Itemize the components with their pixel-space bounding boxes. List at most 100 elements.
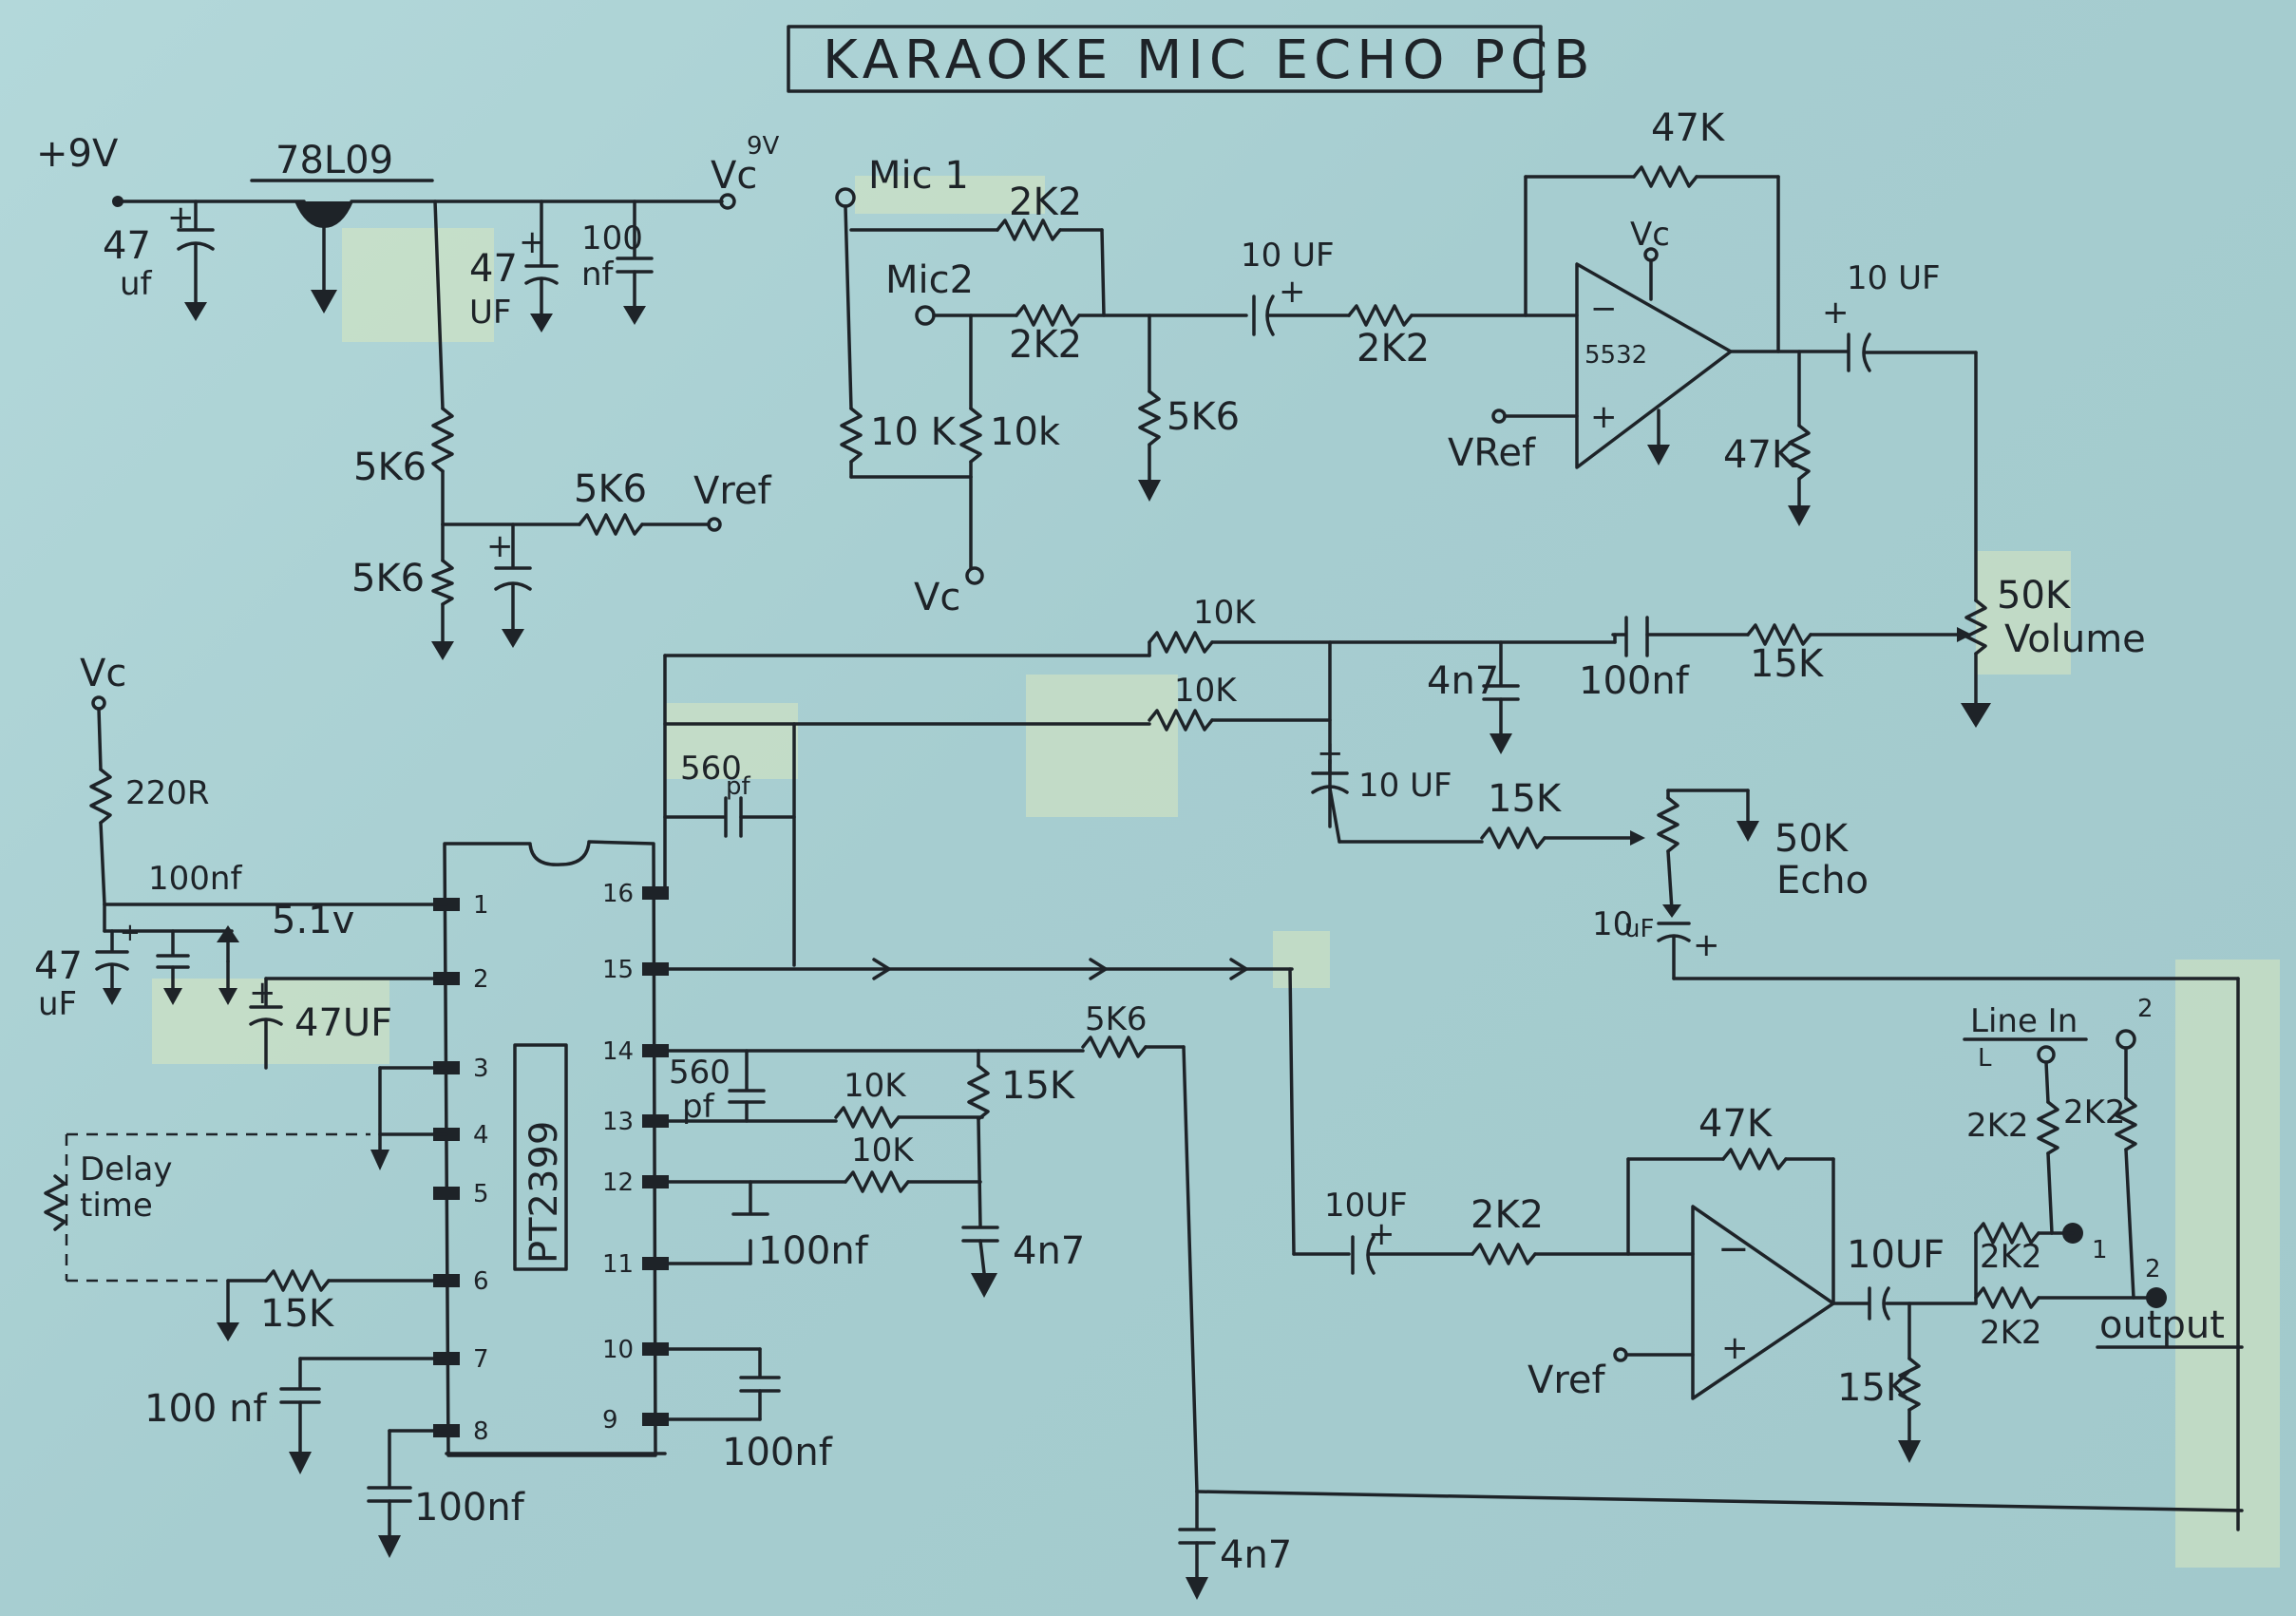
ic-pin-number: 3 bbox=[473, 1055, 489, 1083]
resistor-47k-output bbox=[1788, 424, 1811, 481]
cap-10uf-input-label: 10 UF bbox=[1241, 237, 1335, 275]
pt2399-label-box bbox=[513, 1043, 568, 1271]
plus-mark: + bbox=[249, 974, 276, 1012]
output-1-label: 1 bbox=[2092, 1236, 2108, 1264]
plus-mark: + bbox=[1279, 273, 1306, 311]
plus-mark: + bbox=[1368, 1215, 1395, 1253]
resistor-5k6-top-label: 5K6 bbox=[353, 446, 427, 489]
zener-label: 5.1v bbox=[272, 899, 354, 942]
resistor-5k6-mic-label: 5K6 bbox=[1167, 395, 1240, 439]
pot-50k-echo bbox=[1657, 796, 1679, 853]
resistor-2k2-out1 bbox=[1974, 1222, 2040, 1245]
resistor-2k2-mix bbox=[1471, 1243, 1537, 1265]
zener-5v1 bbox=[217, 925, 239, 942]
ic-pin-number: 10 bbox=[602, 1336, 634, 1364]
ic-pin-number: 12 bbox=[602, 1169, 634, 1197]
opamp-mix-minus: − bbox=[1717, 1227, 1750, 1271]
cap-4n7-a-label: 4n7 bbox=[1427, 659, 1499, 703]
plus-mark: + bbox=[1317, 734, 1344, 772]
cap-100nf-pin8-label: 100nf bbox=[414, 1486, 525, 1530]
resistor-2k2-mix-label: 2K2 bbox=[1471, 1193, 1544, 1237]
ic-pin-number: 13 bbox=[602, 1108, 634, 1136]
resistor-10k-mid-label: 10K bbox=[1174, 672, 1238, 710]
resistor-2k2-linein1-label: 2K2 bbox=[1966, 1107, 2029, 1145]
regulator-78l09 bbox=[294, 201, 353, 228]
resistor-10k-pin12-label: 10K bbox=[851, 1131, 915, 1169]
ic-pin-number: 8 bbox=[473, 1417, 489, 1446]
pot-echo-label: Echo bbox=[1776, 859, 1869, 903]
ic-pin-number: 9 bbox=[602, 1406, 618, 1435]
resistor-2k2-linein1 bbox=[2037, 1100, 2059, 1155]
plus-mark: + bbox=[1822, 294, 1850, 332]
resistor-2k2-linein2 bbox=[2115, 1096, 2137, 1151]
mic2-label: Mic2 bbox=[885, 258, 974, 302]
ic-pin-number: 4 bbox=[473, 1121, 489, 1150]
resistor-10k-pin12 bbox=[844, 1170, 910, 1193]
resistor-15k-pin6 bbox=[264, 1269, 331, 1292]
cap-560pf-a-label: 560 bbox=[680, 750, 742, 788]
resistor-5k6-bottom-label: 5K6 bbox=[351, 557, 425, 600]
line-in-l-terminal bbox=[2037, 1045, 2056, 1064]
resistor-2k2-mic2 bbox=[1015, 304, 1081, 327]
mic-preamp-section: Mic 1 2K2 Mic2 2K2 10 K 10k Vc 5K6 10 UF bbox=[835, 106, 2146, 728]
cap-47uf-pin1-label: 47 bbox=[34, 944, 83, 988]
resistor-15k-echo bbox=[1480, 827, 1546, 849]
resistor-2k2-mic1 bbox=[996, 219, 1062, 241]
cap-10uf-output-label: 10 UF bbox=[1847, 259, 1941, 297]
resistor-10k-pin13 bbox=[834, 1106, 901, 1129]
resistor-2k2-out1-label: 2K2 bbox=[1980, 1238, 2042, 1276]
vc-mic-label: Vc bbox=[914, 576, 960, 619]
page-title: KARAOKE MIC ECHO PCB bbox=[823, 29, 1596, 91]
cap-47uf-b-label: 47 bbox=[469, 247, 518, 291]
ic-pin-number: 15 bbox=[602, 956, 634, 984]
cap-100nf-pin1-label: 100nf bbox=[148, 860, 242, 898]
output-label: output bbox=[2099, 1303, 2225, 1347]
resistor-10k-mic1 bbox=[840, 407, 863, 464]
resistor-5k6-pin14 bbox=[1081, 1036, 1148, 1058]
resistor-10k-mic2-label: 10k bbox=[990, 410, 1061, 454]
mixer-section: 10UF + 2K2 47K − + Vref 10UF 15K 2K2 2K bbox=[1324, 995, 2244, 1463]
ic-pin-number: 6 bbox=[473, 1267, 489, 1296]
vc-terminal bbox=[719, 193, 736, 210]
cap-100nf-unit: nf bbox=[581, 256, 615, 294]
cap-100nf-pin7-label: 100 nf bbox=[144, 1387, 267, 1431]
resistor-5k6-pin14-label: 5K6 bbox=[1085, 1000, 1148, 1038]
ic-pin-number: 7 bbox=[473, 1345, 489, 1374]
plus-mark: + bbox=[519, 223, 546, 261]
resistor-15k-pin13-label: 15K bbox=[1001, 1064, 1076, 1108]
opamp-label: 5532 bbox=[1584, 341, 1647, 370]
cap-560pf-b-label: 560 bbox=[669, 1054, 731, 1092]
cap-100nf-pin11-label: 100nf bbox=[758, 1229, 869, 1273]
output-terminal-2 bbox=[2146, 1287, 2167, 1308]
resistor-2k2-linein2-label: 2K2 bbox=[2063, 1093, 2126, 1131]
opamp-5532 bbox=[1575, 262, 1733, 469]
vc-mic-terminal bbox=[965, 566, 984, 585]
plus9v-label: +9V bbox=[36, 132, 119, 176]
cap-560pf-a-unit: pf bbox=[726, 772, 751, 801]
line-in-r-label: 2 bbox=[2137, 995, 2154, 1023]
resistor-15k-pin13 bbox=[967, 1064, 990, 1121]
line-in-r-terminal bbox=[2116, 1029, 2136, 1050]
resistor-5k6-mic bbox=[1138, 390, 1161, 447]
resistor-10k-mic2 bbox=[959, 407, 982, 464]
ground-symbol bbox=[311, 290, 337, 314]
opamp-plus: + bbox=[1590, 398, 1618, 436]
cap-47uf-b-unit: UF bbox=[469, 294, 511, 332]
pot-50k-volume bbox=[1964, 599, 1987, 656]
resistor-2k2-out2-label: 2K2 bbox=[1980, 1314, 2042, 1352]
ic-pin bbox=[642, 1342, 669, 1356]
resistor-2k2-input-label: 2K2 bbox=[1357, 327, 1430, 371]
cap-100nf-pin10-label: 100nf bbox=[722, 1431, 833, 1474]
delay-label: Delay bbox=[80, 1150, 173, 1188]
cap-10uf-mixout-label: 10UF bbox=[1847, 1233, 1945, 1277]
vc-9v-sup: 9V bbox=[747, 132, 780, 161]
resistor-10k-top bbox=[1148, 631, 1214, 654]
cap-47uf-unit: uf bbox=[120, 265, 153, 303]
power-supply-section: +9V 78L09 Vc 9V 47 uf + 47 UF + bbox=[36, 132, 780, 660]
output-2-label: 2 bbox=[2145, 1255, 2161, 1283]
cap-47uf-pin1-unit: uF bbox=[38, 985, 77, 1023]
resistor-15k-mixout-label: 15K bbox=[1837, 1366, 1912, 1410]
ic-pin-number: 16 bbox=[602, 880, 634, 908]
